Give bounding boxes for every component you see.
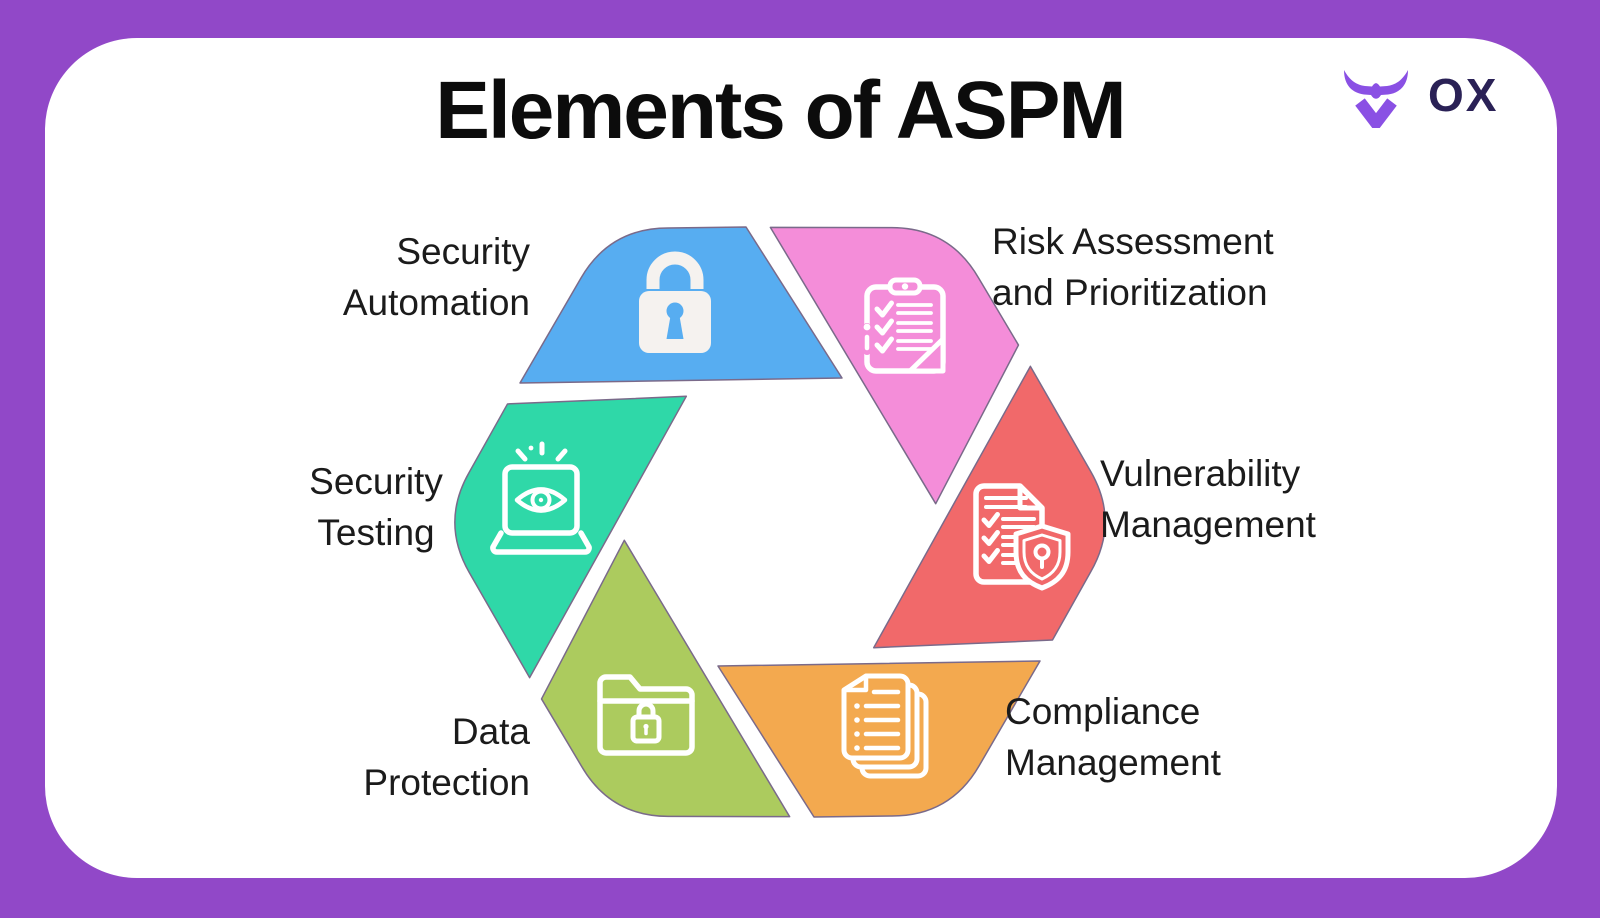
segment-data-protection xyxy=(540,539,791,818)
label-risk-assessment: Risk Assessment and Prioritization xyxy=(992,221,1274,313)
segment-risk-assessment xyxy=(769,226,1020,505)
lock-icon xyxy=(639,251,711,353)
stacked-documents-icon xyxy=(841,673,929,779)
laptop-eye-icon xyxy=(490,441,592,555)
label-compliance-management: Compliance Management xyxy=(1005,691,1221,783)
label-security-testing: Security Testing xyxy=(309,461,443,553)
label-security-automation: Security Automation xyxy=(342,231,530,323)
brand-logo: OX xyxy=(1330,62,1498,128)
label-data-protection: Data Protection xyxy=(363,711,530,803)
bull-icon xyxy=(1344,70,1408,128)
clipboard-checklist-icon xyxy=(863,277,946,374)
brand-name: OX xyxy=(1428,69,1499,121)
page-title: Elements of ASPM xyxy=(435,65,1126,156)
label-vulnerability-management: Vulnerability Management xyxy=(1100,453,1316,545)
document-shield-icon xyxy=(973,483,1071,591)
folder-lock-icon xyxy=(597,674,695,756)
